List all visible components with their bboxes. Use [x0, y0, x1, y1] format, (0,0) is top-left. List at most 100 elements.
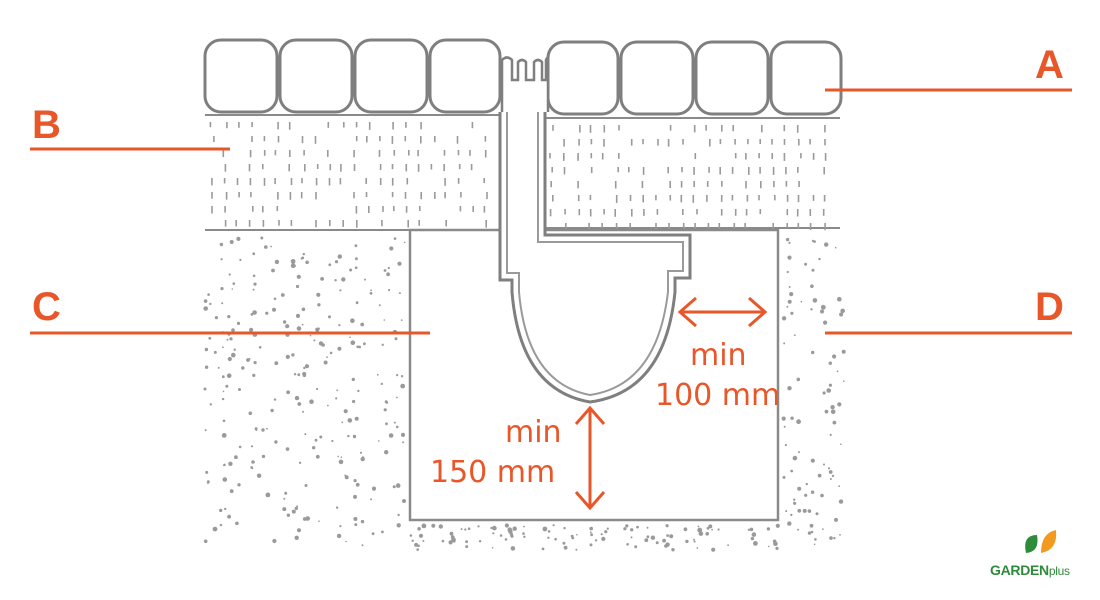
- speckle-dot: [798, 451, 800, 454]
- speckle-dot: [295, 284, 300, 289]
- speckle-dot: [231, 352, 236, 358]
- speckle-dot: [400, 432, 406, 437]
- speckle-dot: [387, 266, 390, 270]
- speckle-dot: [313, 339, 316, 342]
- speckle-dot: [838, 499, 844, 504]
- speckle-dot: [834, 246, 837, 249]
- speckle-dot: [422, 540, 425, 542]
- speckle-dot: [630, 536, 633, 539]
- speckle-dot: [378, 440, 380, 442]
- speckle-dot: [508, 529, 513, 534]
- speckle-dot: [272, 538, 277, 544]
- speckle-dot: [812, 298, 818, 303]
- speckle-dot: [594, 539, 598, 542]
- speckle-dot: [206, 480, 210, 484]
- speckle-dot: [696, 547, 699, 549]
- speckle-dot: [227, 315, 231, 319]
- speckle-dot: [222, 390, 225, 393]
- speckle-dot: [393, 421, 396, 424]
- speckle-dot: [786, 270, 789, 274]
- speckle-dot: [316, 387, 319, 391]
- side-clearance-arrow: min 100 mm: [655, 296, 780, 413]
- speckle-dot: [650, 535, 656, 540]
- speckle-dot: [523, 525, 525, 528]
- speckle-dot: [630, 528, 634, 532]
- speckle-dot: [352, 399, 356, 404]
- speckle-dot: [823, 320, 828, 325]
- speckle-dot: [711, 528, 713, 531]
- speckle-dot: [396, 396, 398, 399]
- speckle-dot: [355, 482, 360, 487]
- speckle-dot: [804, 262, 808, 266]
- speckle-dot: [203, 299, 208, 303]
- speckle-dot: [828, 383, 833, 387]
- speckle-dot: [785, 510, 788, 513]
- speckle-dot: [839, 312, 844, 317]
- speckle-dot: [265, 311, 269, 315]
- speckle-dot: [344, 475, 349, 480]
- speckle-dot: [830, 409, 836, 415]
- speckle-dot: [832, 420, 837, 425]
- label-a-group: A: [825, 43, 1072, 92]
- speckle-dot: [229, 337, 233, 341]
- speckle-dot: [261, 454, 266, 459]
- speckle-dot: [225, 384, 229, 388]
- speckle-dot: [811, 239, 815, 242]
- speckle-dot: [341, 421, 344, 424]
- speckle-dot: [464, 528, 467, 531]
- speckle-dot: [337, 254, 342, 259]
- speckle-dot: [294, 506, 298, 511]
- speckle-dot: [209, 403, 212, 406]
- label-b-group: B: [30, 103, 230, 151]
- speckle-dot: [669, 534, 674, 539]
- speckle-dot: [810, 284, 814, 289]
- speckle-dot: [204, 429, 207, 432]
- speckle-dot: [340, 456, 343, 459]
- speckle-dot: [671, 548, 675, 552]
- speckle-dot: [363, 342, 366, 346]
- speckle-dot: [384, 450, 389, 455]
- speckle-dot: [790, 311, 794, 315]
- speckle-dot: [238, 388, 241, 391]
- speckle-dot: [750, 536, 755, 541]
- speckle-dot: [554, 537, 557, 541]
- speckle-dot: [646, 526, 649, 529]
- speckle-dot: [797, 528, 800, 531]
- speckle-dot: [283, 497, 286, 500]
- speckle-dot: [350, 340, 356, 346]
- speckle-dot: [775, 546, 779, 551]
- speckle-dot: [409, 534, 413, 537]
- speckle-dot: [810, 458, 815, 463]
- speckle-dot: [793, 498, 796, 501]
- speckle-dot: [286, 390, 290, 395]
- speckle-dot: [231, 328, 235, 332]
- speckle-dot: [811, 350, 815, 355]
- speckle-dot: [626, 543, 629, 546]
- speckle-dot: [305, 516, 311, 521]
- speckle-dot: [232, 282, 236, 285]
- speckle-dot: [229, 240, 234, 244]
- speckle-dot: [395, 483, 401, 488]
- speckle-dot: [353, 494, 357, 499]
- speckle-dot: [820, 304, 826, 310]
- speckle-dot: [347, 418, 353, 423]
- speckle-dot: [792, 455, 798, 461]
- speckle-dot: [490, 526, 493, 530]
- speckle-dot: [697, 527, 703, 533]
- speckle-dot: [400, 375, 404, 378]
- label-d: D: [1035, 285, 1064, 329]
- speckle-dot: [398, 292, 401, 295]
- label-c: C: [32, 285, 61, 329]
- speckle-dot: [204, 365, 209, 369]
- speckle-dot: [272, 307, 276, 312]
- speckle-dot: [334, 279, 337, 282]
- speckle-dot: [228, 461, 233, 466]
- speckle-dot: [336, 533, 342, 539]
- speckle-dot: [291, 509, 296, 514]
- speckle-dot: [339, 525, 342, 528]
- speckle-dot: [708, 524, 713, 529]
- speckle-dot: [576, 533, 578, 536]
- speckle-dot: [338, 324, 341, 327]
- speckle-dot: [261, 428, 265, 432]
- speckle-dot: [775, 523, 780, 528]
